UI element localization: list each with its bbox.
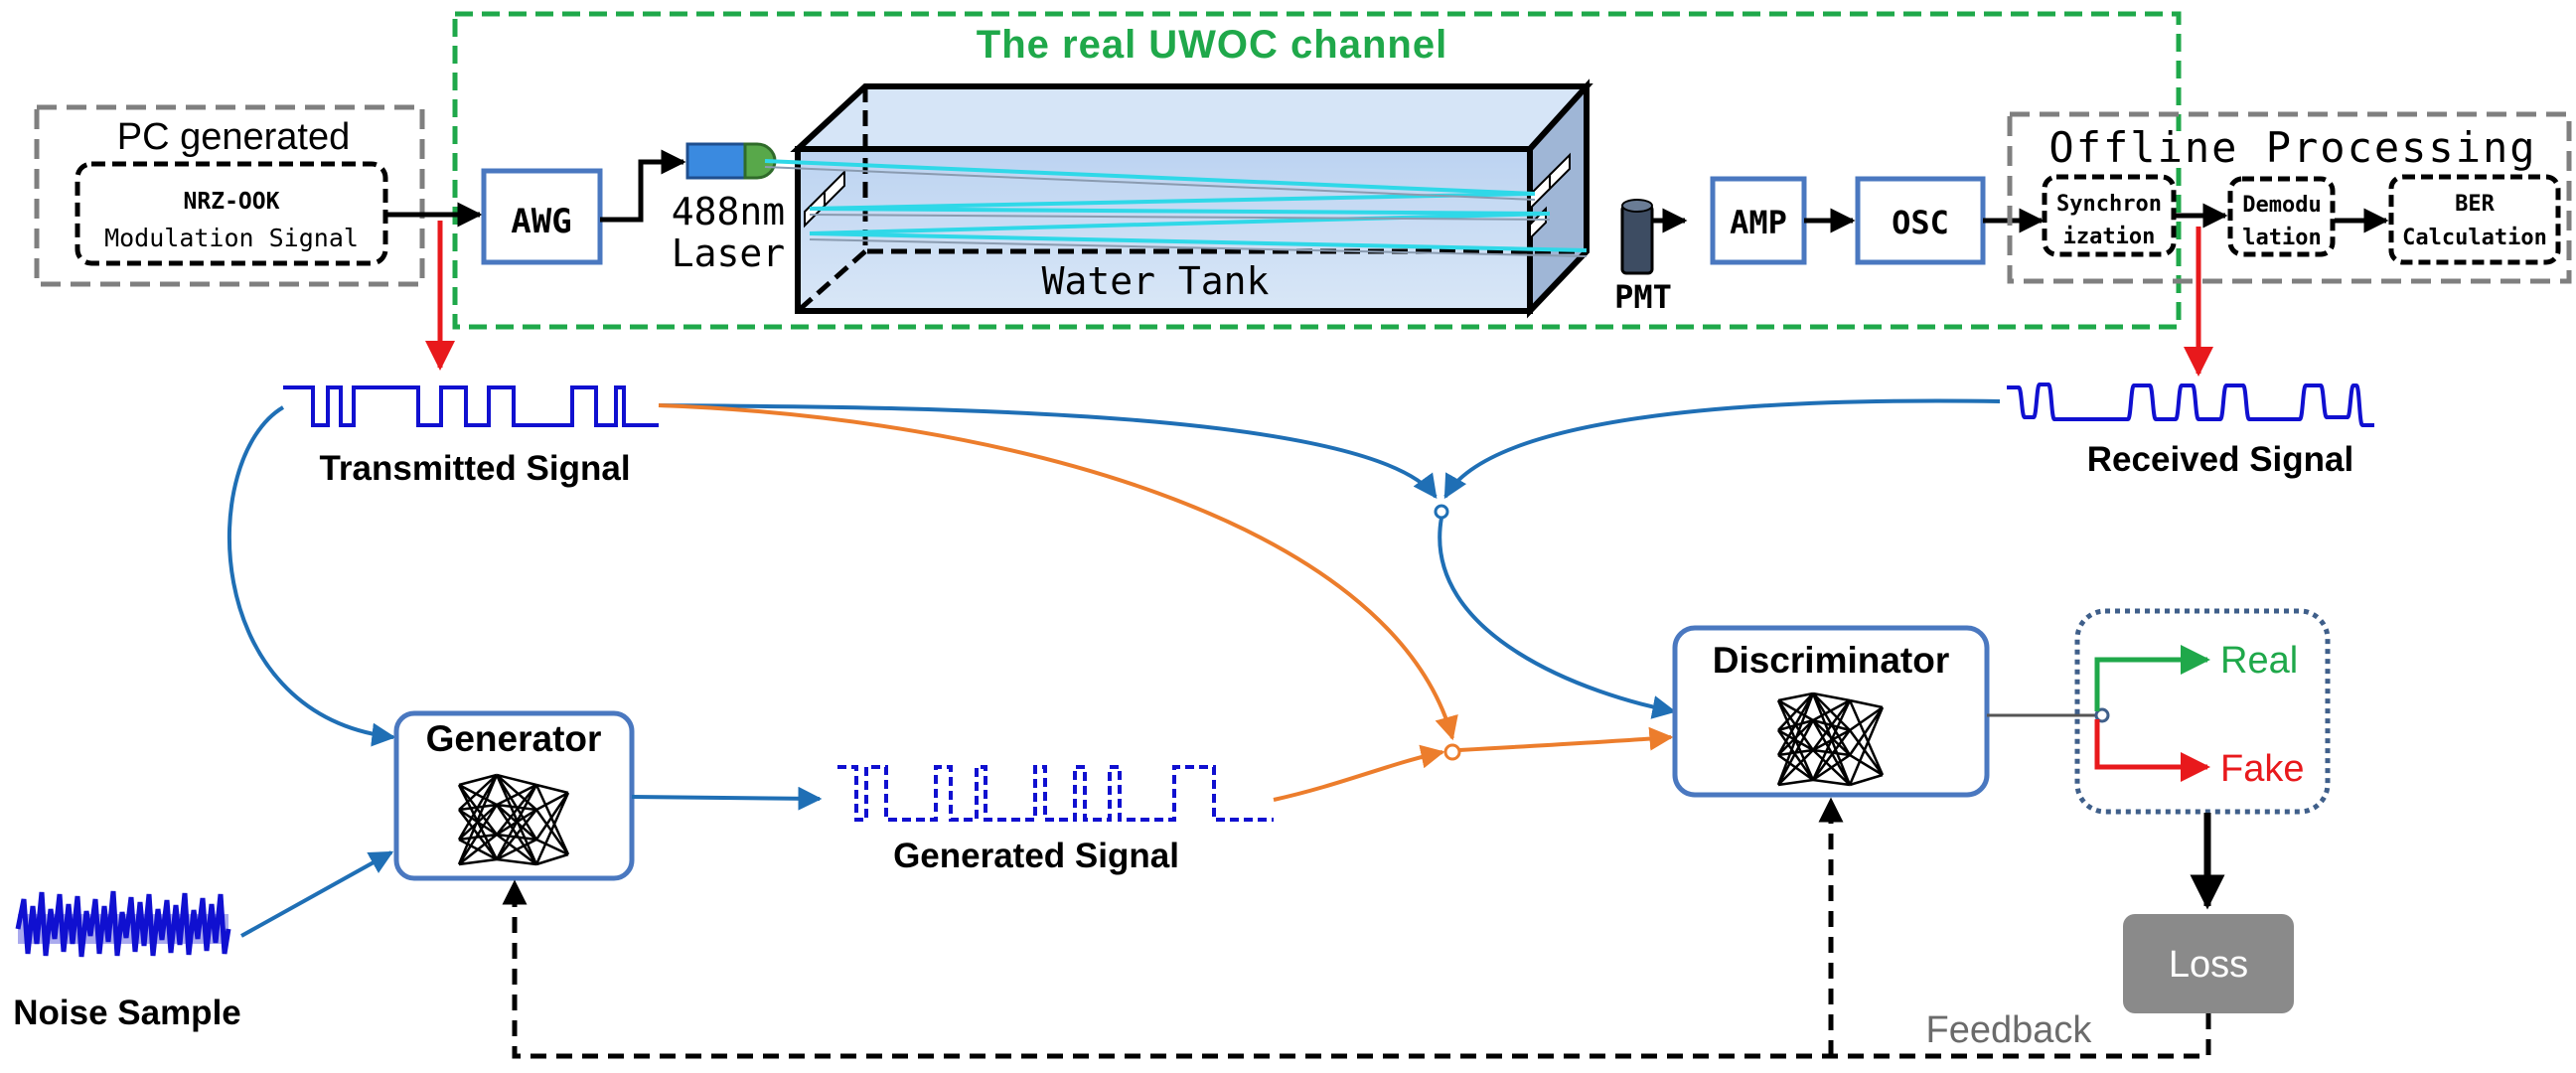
laser-icon <box>685 142 777 180</box>
curve-transmitted-to-merge <box>658 403 1438 499</box>
transmitted-signal-label: Transmitted Signal <box>319 449 630 488</box>
water-tank-label: Water Tank <box>1042 259 1270 303</box>
modulation-signal-line1: NRZ-OOK <box>184 189 280 215</box>
curve-received-to-merge <box>1443 398 2001 500</box>
noise-sample-label: Noise Sample <box>13 994 241 1032</box>
pmt-icon <box>1620 199 1654 275</box>
ber-calculation-line1: BER <box>2455 192 2495 217</box>
curve-merge-to-discriminator <box>1438 517 1677 719</box>
curve-orange-node-to-discriminator <box>1458 726 1674 752</box>
laser-beam-path <box>764 159 1588 252</box>
uwoc-channel-frame <box>452 11 2182 330</box>
arrow-noise-to-generator <box>240 850 394 938</box>
pc-generated-frame <box>34 104 425 287</box>
curve-transmitted-to-generator <box>227 405 396 747</box>
output-frame <box>2074 608 2331 815</box>
received-waveform <box>2007 383 2374 427</box>
demodulation-line2: lation <box>2242 226 2321 250</box>
synchronization-line1: Synchron <box>2056 192 2162 217</box>
water-tank <box>764 78 1593 319</box>
arrow-real <box>2094 645 2210 711</box>
offline-processing-frame <box>2007 111 2572 284</box>
discriminator-network-icon <box>1776 691 1885 787</box>
laser-label: Laser <box>672 231 785 275</box>
arrow-generator-to-generated <box>631 786 823 811</box>
generated-waveform <box>837 765 1274 822</box>
pc-generated-group: PC generated NRZ-OOK Modulation Signal <box>34 104 425 287</box>
generator-label: Generator <box>426 718 602 759</box>
real-label: Real <box>2220 640 2298 682</box>
offline-processing-title: Offline Processing <box>2048 123 2536 172</box>
awg-box <box>481 168 603 265</box>
feedback-line <box>502 879 2211 1059</box>
awg-label: AWG <box>511 202 571 241</box>
fake-label: Fake <box>2220 748 2304 790</box>
discriminator-label: Discriminator <box>1713 640 1950 681</box>
demodulation-line1: Demodu <box>2242 193 2321 218</box>
generated-signal-label: Generated Signal <box>893 837 1179 875</box>
synchronization-line2: ization <box>2063 225 2156 249</box>
synchronization-box <box>2042 174 2177 257</box>
uwoc-channel-title: The real UWOC channel <box>977 23 1447 67</box>
curve-generated-to-orange-node <box>1273 744 1445 802</box>
loss-box <box>2123 914 2294 1013</box>
generator-network-icon <box>457 773 570 866</box>
modulation-signal-line2: Modulation Signal <box>104 224 359 252</box>
loss-label: Loss <box>2169 944 2248 986</box>
noise-waveform <box>15 890 231 958</box>
amp-label: AMP <box>1730 204 1787 241</box>
ber-calculation-box <box>2388 174 2561 265</box>
amp-box <box>1710 176 1807 265</box>
orange-merge-node <box>1443 743 1461 761</box>
uwoc-channel-group: The real UWOC channel <box>452 11 2182 330</box>
osc-label: OSC <box>1892 204 1949 241</box>
ber-calculation-line2: Calculation <box>2402 226 2547 250</box>
pc-generated-title: PC generated <box>117 116 351 158</box>
laser-wavelength: 488nm <box>672 190 785 233</box>
osc-box <box>1855 176 1986 265</box>
arrow-awg-to-laser <box>600 149 686 223</box>
arrow-fake <box>2094 719 2210 782</box>
offline-processing-group: Offline Processing Synchron ization Demo… <box>2007 111 2572 284</box>
pmt-label: PMT <box>1614 278 1672 316</box>
feedback-label: Feedback <box>1926 1009 2093 1051</box>
curve-transmitted-to-orange-node <box>658 403 1458 741</box>
transmitted-waveform <box>283 385 659 427</box>
demodulation-box <box>2227 176 2336 257</box>
output-node <box>2094 707 2110 723</box>
received-signal-label: Received Signal <box>2087 440 2353 479</box>
merge-node <box>1434 504 1449 520</box>
